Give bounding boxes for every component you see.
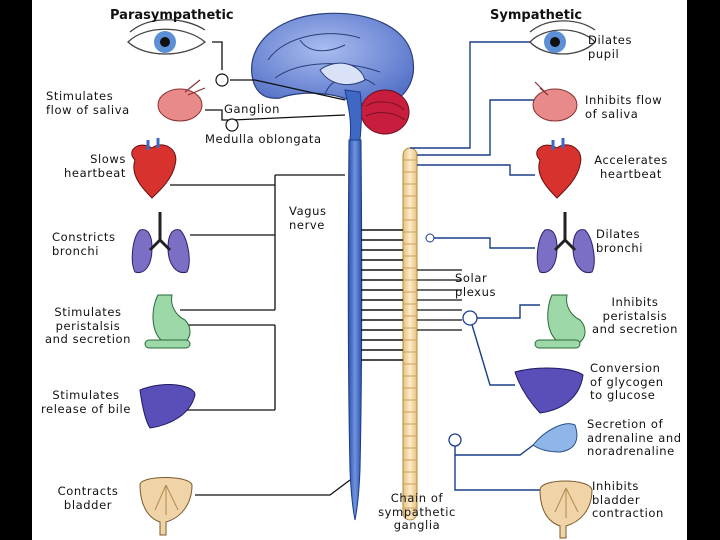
symp-effect-pupil: Dilates pupil bbox=[588, 33, 633, 61]
parasympathetic-nerves bbox=[170, 41, 351, 496]
bladder-right bbox=[539, 480, 593, 539]
sympathetic-chain bbox=[361, 147, 462, 521]
chain-node-bronchi bbox=[425, 233, 435, 243]
solar-plexus-label: Solar plexus bbox=[455, 271, 497, 299]
liver-left bbox=[139, 384, 196, 429]
medulla-label: Medulla oblongata bbox=[205, 132, 322, 146]
symp-effect-bronchi: Dilates bronchi bbox=[596, 227, 644, 255]
adrenal-gland-right bbox=[532, 423, 578, 453]
stomach-right bbox=[534, 294, 586, 349]
salivary-gland-left bbox=[157, 79, 206, 122]
liver-right bbox=[514, 367, 584, 414]
sympathetic-header: Sympathetic bbox=[490, 8, 583, 23]
symp-effect-glycogen: Conversion of glycogen to glucose bbox=[590, 361, 664, 402]
para-effect-peristalsis: Stimulates peristalsis and secretion bbox=[44, 305, 132, 346]
symp-effect-heartbeat: Accelerates heartbeat bbox=[594, 153, 668, 181]
ganglion-label: Ganglion bbox=[224, 102, 281, 116]
parasympathetic-header: Parasympathetic bbox=[110, 8, 234, 23]
sympathetic-nerves bbox=[410, 41, 541, 491]
heart-left bbox=[131, 138, 177, 199]
adrenal-ganglion-node bbox=[448, 433, 462, 447]
para-effect-bladder: Contracts bladder bbox=[57, 484, 119, 512]
vagus-nerve-label: Vagus nerve bbox=[289, 204, 327, 232]
para-effect-bile: Stimulates release of bile bbox=[40, 388, 132, 416]
lungs-right bbox=[536, 212, 595, 274]
bladder-left bbox=[139, 477, 193, 536]
brain bbox=[251, 12, 414, 141]
ganglion-node-saliva bbox=[225, 118, 239, 132]
para-effect-bronchi: Constricts bronchi bbox=[52, 230, 116, 258]
stomach-left bbox=[144, 294, 191, 349]
ganglion-node-eye bbox=[215, 73, 229, 87]
symp-effect-adrenaline: Secretion of adrenaline and noradrenalin… bbox=[587, 417, 682, 458]
solar-plexus-node bbox=[462, 310, 478, 326]
para-effect-heartbeat: Slows heartbeat bbox=[64, 152, 126, 180]
eye-left bbox=[127, 19, 207, 55]
spinal-cord bbox=[347, 139, 363, 521]
symp-effect-bladder: Inhibits bladder contraction bbox=[592, 479, 664, 520]
symp-effect-saliva: Inhibits flow of saliva bbox=[585, 93, 663, 121]
salivary-gland-right bbox=[532, 81, 578, 122]
sympathetic-ganglia-label: Chain of sympathetic ganglia bbox=[378, 491, 456, 532]
eye-right bbox=[529, 20, 596, 55]
symp-effect-peristalsis: Inhibits peristalsis and secretion bbox=[591, 295, 679, 336]
lungs-left bbox=[131, 212, 190, 274]
para-effect-saliva: Stimulates flow of saliva bbox=[46, 89, 130, 117]
heart-right bbox=[536, 138, 582, 199]
